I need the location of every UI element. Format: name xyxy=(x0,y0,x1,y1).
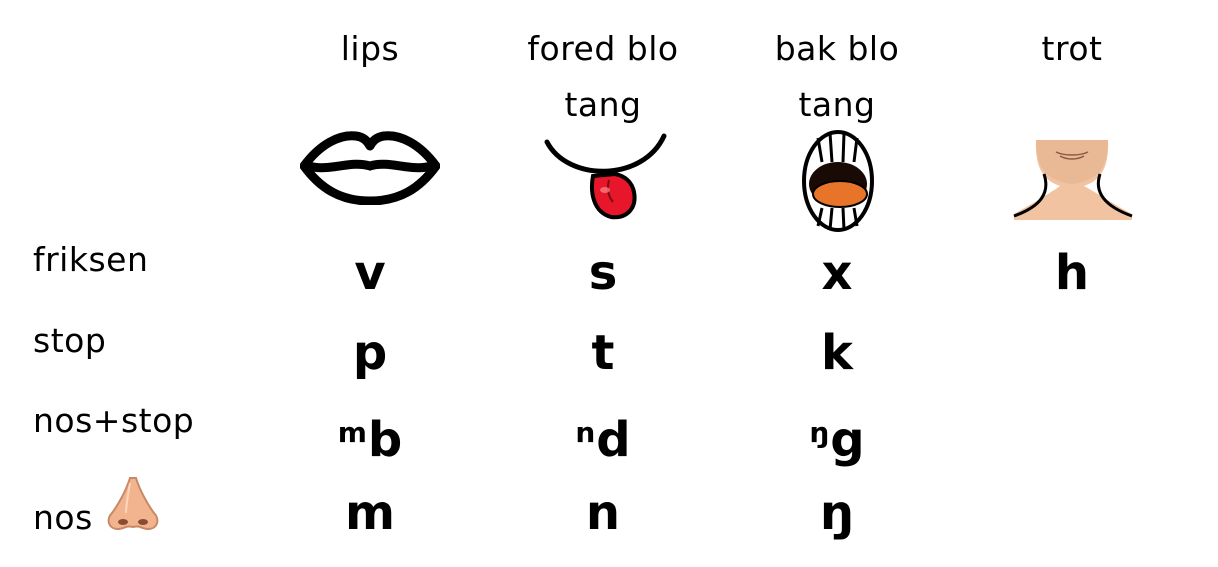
row-label-nasal-stop: nos+stop xyxy=(33,401,195,440)
column-header-lips: lips xyxy=(340,29,400,68)
cell-letter: h xyxy=(1054,245,1090,301)
throat-icon xyxy=(1013,140,1133,220)
cell-letter: n xyxy=(585,485,621,541)
cell-fricative-front-tongue: s xyxy=(503,245,703,301)
nose-icon xyxy=(107,477,159,531)
cell-letter: d xyxy=(596,412,631,468)
row-label-nasal: nos xyxy=(33,498,93,537)
column-header-throat: trot xyxy=(1041,29,1103,68)
cell-prenasal: n xyxy=(575,416,596,449)
cell-nasal-stop-back-tongue: ŋg xyxy=(737,405,937,468)
open-mouth-icon xyxy=(802,130,874,232)
tongue-tip-icon xyxy=(544,133,667,220)
column-header-front-tongue: fored blo tang xyxy=(483,21,723,133)
cell-prenasal: m xyxy=(337,416,367,449)
row-label-text: nos xyxy=(33,498,93,537)
column-header-line1: bak blo xyxy=(774,29,900,68)
cell-letter: v xyxy=(354,245,386,301)
cell-fricative-throat: h xyxy=(972,245,1172,301)
cell-fricative-lips: v xyxy=(270,245,470,301)
cell-fricative-back-tongue: x xyxy=(737,245,937,301)
cell-nasal-lips: m xyxy=(270,485,470,541)
cell-letter: k xyxy=(821,325,853,381)
row-label-stop: stop xyxy=(33,321,107,360)
cell-letter: b xyxy=(367,412,403,468)
column-header-line2: tang xyxy=(798,85,876,124)
cell-nasal-stop-lips: mb xyxy=(270,405,470,468)
column-header-line1: fored blo xyxy=(527,29,679,68)
cell-prenasal: ŋ xyxy=(809,416,830,449)
cell-letter: m xyxy=(344,485,395,541)
cell-nasal-front-tongue: n xyxy=(503,485,703,541)
cell-letter: g xyxy=(830,412,865,468)
column-header-line2: tang xyxy=(564,85,642,124)
cell-stop-front-tongue: t xyxy=(503,325,703,381)
cell-letter: ŋ xyxy=(819,485,855,541)
cell-letter: s xyxy=(588,245,618,301)
lips-icon xyxy=(300,131,440,205)
cell-stop-lips: p xyxy=(270,325,470,381)
cell-nasal-back-tongue: ŋ xyxy=(737,485,937,541)
cell-nasal-stop-front-tongue: nd xyxy=(503,405,703,468)
cell-letter: x xyxy=(821,245,853,301)
cell-letter: p xyxy=(352,325,388,381)
column-header-back-tongue: bak blo tang xyxy=(717,21,957,133)
cell-letter: t xyxy=(591,325,615,381)
row-label-fricative: friksen xyxy=(33,240,149,279)
cell-stop-back-tongue: k xyxy=(737,325,937,381)
